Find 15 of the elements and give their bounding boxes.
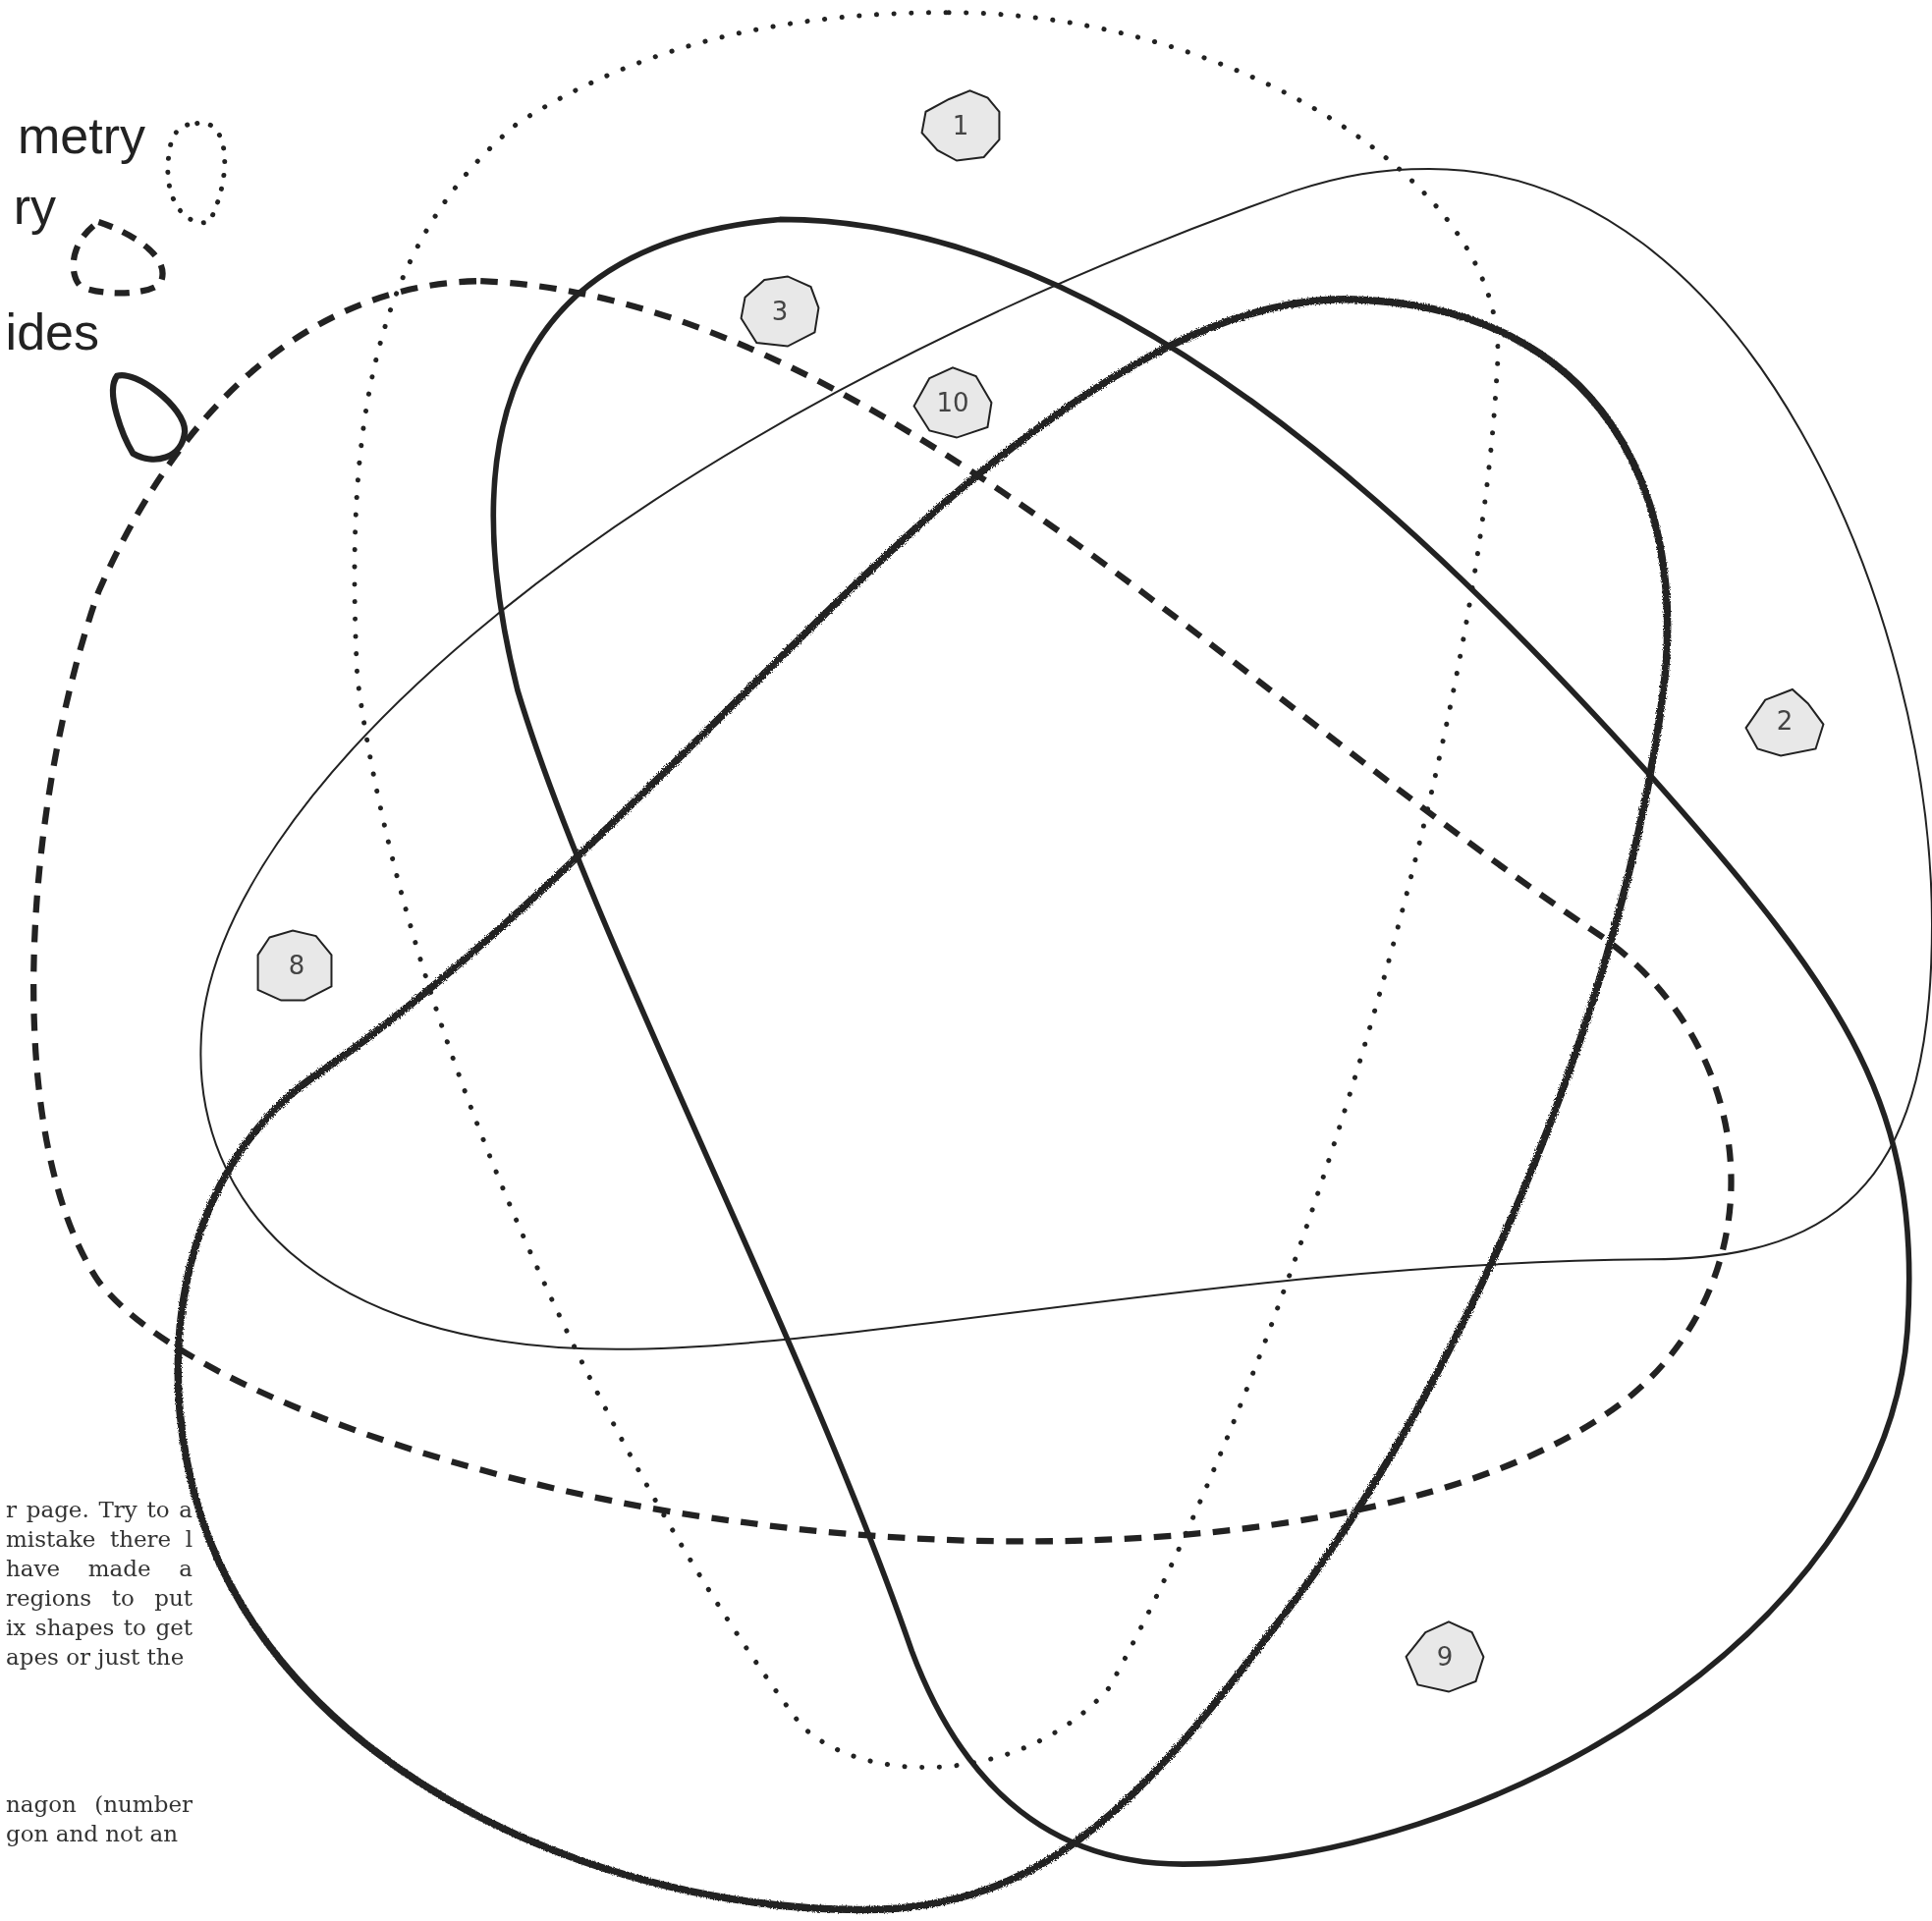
region-number: 3 — [770, 297, 790, 326]
polygon-badge — [920, 89, 1001, 162]
legend-label: ides — [5, 302, 99, 362]
region-number: 9 — [1435, 1642, 1455, 1672]
region-number: 8 — [287, 951, 306, 980]
region-number: 1 — [951, 111, 970, 140]
polygon-badge — [1405, 1620, 1485, 1693]
region-number: 2 — [1775, 706, 1794, 736]
legend-label: metry — [18, 106, 145, 166]
polygon-badge — [912, 366, 993, 439]
legend-label: ry — [13, 177, 56, 237]
region-number: 10 — [935, 388, 970, 417]
instruction-text: r page. Try to a mistake there l have made a regions to put ix shapes to get apes or just the — [6, 1496, 193, 1672]
instruction-text: nagon (number gon and not an — [6, 1790, 193, 1848]
polygon-badge — [740, 275, 820, 348]
